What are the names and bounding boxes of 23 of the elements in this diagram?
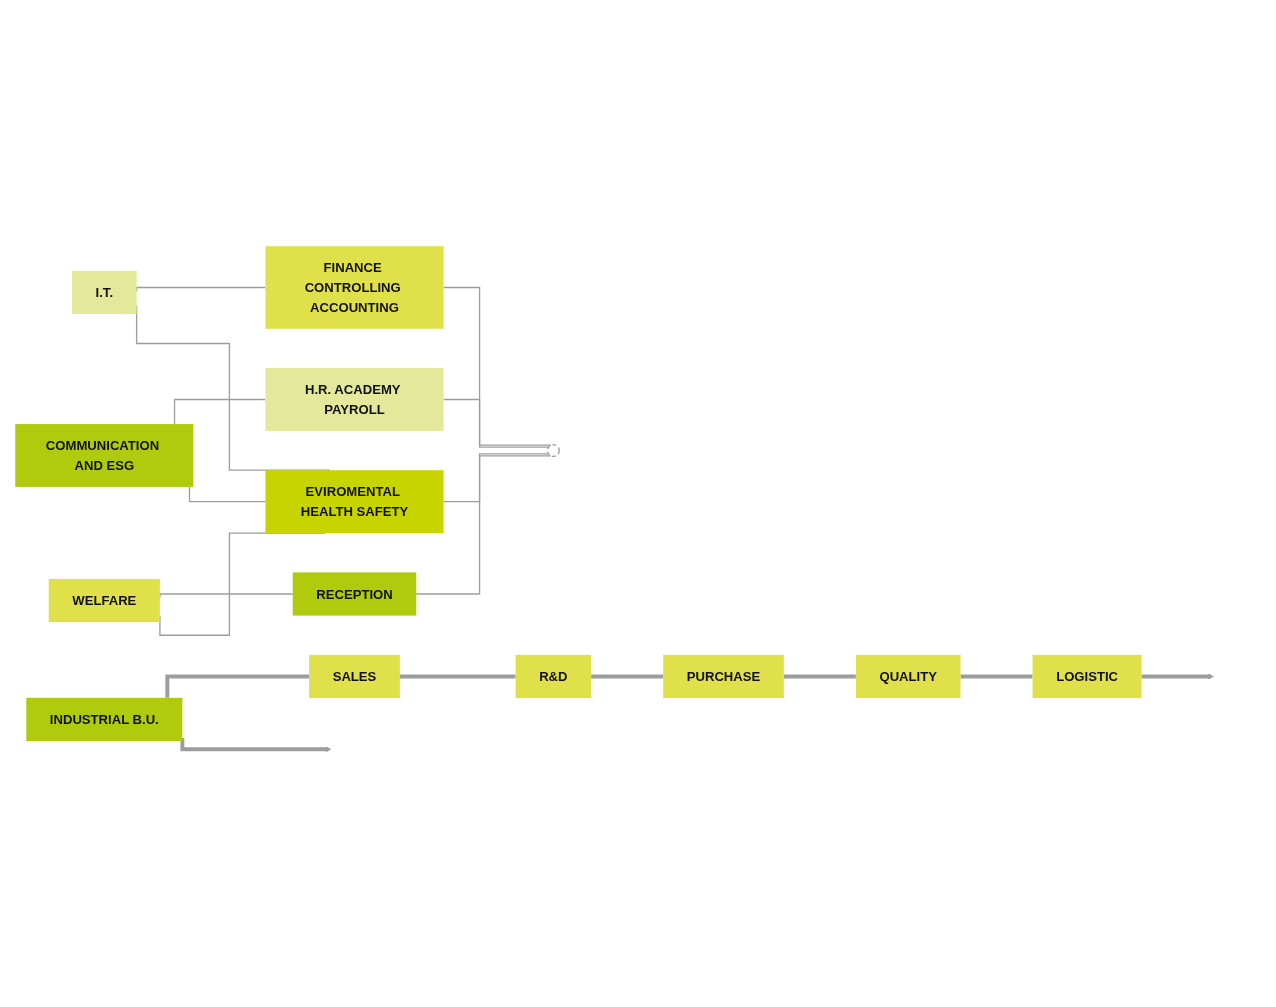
arrow <box>180 737 332 752</box>
connector <box>442 453 550 503</box>
node-box: PURCHASE <box>663 654 784 698</box>
node-box: H.R. ACADEMY PAYROLL <box>265 367 444 431</box>
node-box: WELFARE <box>48 578 160 623</box>
node-box: FINANCE CONTROLLING ACCOUNTING <box>265 246 444 329</box>
node-box: RECEPTION <box>292 572 417 616</box>
node-box: R&D <box>515 654 592 698</box>
node-box: LOGISTIC <box>1032 654 1142 698</box>
node-box: I.T. <box>72 270 137 314</box>
connector <box>159 532 326 636</box>
node-circle <box>546 443 560 457</box>
connector <box>442 398 550 448</box>
connector <box>415 455 552 595</box>
connector <box>165 674 310 698</box>
connector <box>442 286 552 446</box>
node-box: COMMUNICATION AND ESG <box>15 423 194 487</box>
node-box: EVIROMENTAL HEALTH SAFETY <box>265 470 444 533</box>
node-box: INDUSTRIAL B.U. <box>26 697 183 741</box>
connector <box>173 398 267 425</box>
connector <box>188 486 267 503</box>
node-box: SALES <box>309 654 400 698</box>
node-box: QUALITY <box>855 654 961 698</box>
